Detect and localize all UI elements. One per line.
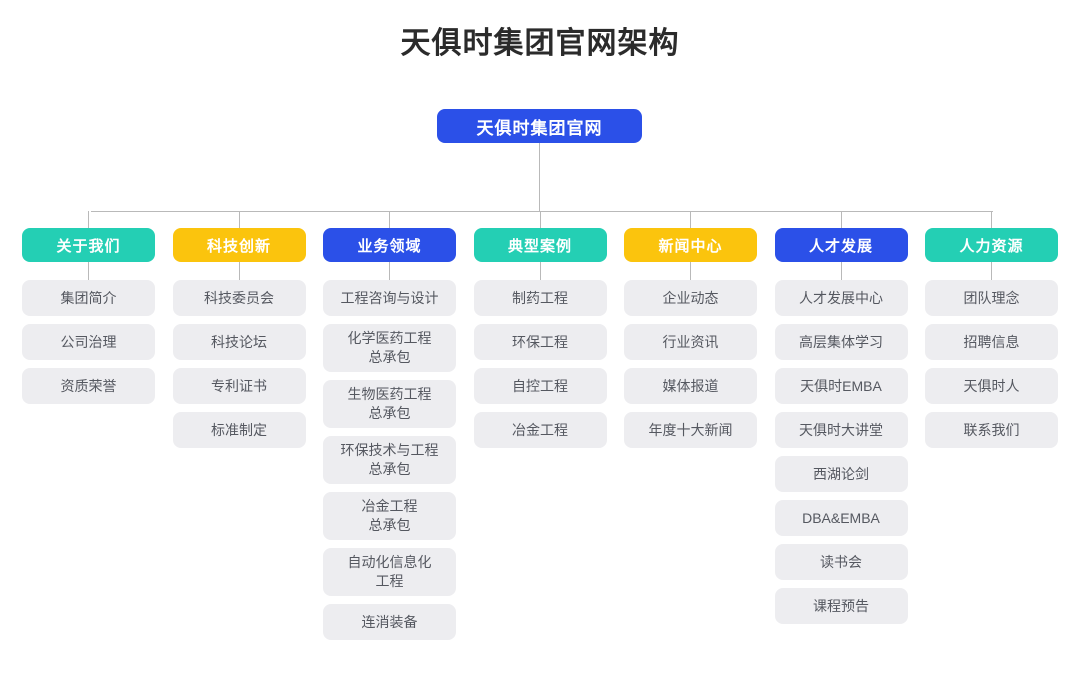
column-item[interactable]: 天俱时人 bbox=[925, 368, 1058, 404]
column-item[interactable]: 招聘信息 bbox=[925, 324, 1058, 360]
column-item[interactable]: 冶金工程 bbox=[473, 412, 607, 448]
column-header-3[interactable]: 业务领域 bbox=[323, 228, 456, 262]
column-header-7[interactable]: 人力资源 bbox=[925, 228, 1058, 262]
header-drop-line bbox=[539, 262, 541, 280]
column-item[interactable]: 科技委员会 bbox=[172, 280, 306, 316]
column-item-list: 集团简介公司治理资质荣誉 bbox=[22, 280, 155, 404]
page-title: 天俱时集团官网架构 bbox=[400, 27, 680, 60]
column-item[interactable]: 资质荣誉 bbox=[22, 368, 155, 404]
branch-column: 科技创新科技委员会科技论坛专利证书标准制定 bbox=[172, 211, 306, 640]
root-stem-line bbox=[539, 143, 540, 211]
column-item[interactable]: 公司治理 bbox=[22, 324, 155, 360]
column-item[interactable]: 行业资讯 bbox=[624, 324, 757, 360]
column-item[interactable]: 年度十大新闻 bbox=[624, 412, 757, 448]
column-item[interactable]: 标准制定 bbox=[172, 412, 306, 448]
branch-column: 典型案例制药工程环保工程自控工程冶金工程 bbox=[473, 211, 607, 640]
branch-column: 关于我们集团简介公司治理资质荣誉 bbox=[22, 211, 155, 640]
column-item-list: 企业动态行业资讯媒体报道年度十大新闻 bbox=[624, 280, 757, 448]
column-item-list: 团队理念招聘信息天俱时人联系我们 bbox=[925, 280, 1058, 448]
header-drop-line bbox=[690, 262, 691, 280]
header-drop-line bbox=[389, 262, 390, 280]
column-item[interactable]: 集团简介 bbox=[22, 280, 155, 316]
column-item-list: 工程咨询与设计化学医药工程 总承包生物医药工程 总承包环保技术与工程 总承包冶金… bbox=[323, 280, 456, 640]
column-item[interactable]: 西湖论剑 bbox=[774, 456, 908, 492]
column-header-4[interactable]: 典型案例 bbox=[473, 228, 607, 262]
branch-column: 人力资源团队理念招聘信息天俱时人联系我们 bbox=[925, 211, 1058, 640]
column-item[interactable]: 制药工程 bbox=[473, 280, 607, 316]
header-drop-line bbox=[238, 262, 240, 280]
column-item-list: 人才发展中心高层集体学习天俱时EMBA 天俱时大讲堂西湖论剑 DBA&EMBA 读书会… bbox=[774, 280, 908, 624]
column-item[interactable]: 读书会 bbox=[774, 544, 908, 580]
branch-drop-line bbox=[238, 211, 240, 228]
column-header-5[interactable]: 新闻中心 bbox=[624, 228, 757, 262]
column-item[interactable]: 生物医药工程 总承包 bbox=[323, 380, 456, 428]
column-item[interactable]: 联系我们 bbox=[925, 412, 1058, 448]
column-item[interactable]: 连消装备 bbox=[323, 604, 456, 640]
branch-column: 业务领域工程咨询与设计化学医药工程 总承包生物医药工程 总承包环保技术与工程 总… bbox=[323, 211, 456, 640]
branch-column: 新闻中心企业动态行业资讯媒体报道年度十大新闻 bbox=[624, 211, 757, 640]
header-drop-line bbox=[88, 262, 89, 280]
column-container: 关于我们集团简介公司治理资质荣誉科技创新科技委员会科技论坛专利证书标准制定业务领… bbox=[0, 211, 1080, 640]
branch-drop-line bbox=[840, 211, 842, 228]
branch-drop-line bbox=[389, 211, 390, 228]
column-header-6[interactable]: 人才发展 bbox=[774, 228, 908, 262]
header-drop-line bbox=[991, 262, 992, 280]
column-item[interactable]: 化学医药工程 总承包 bbox=[323, 324, 456, 372]
column-item[interactable]: 人才发展中心 bbox=[774, 280, 908, 316]
column-item[interactable]: 科技论坛 bbox=[172, 324, 306, 360]
column-item[interactable]: 专利证书 bbox=[172, 368, 306, 404]
branch-column: 人才发展人才发展中心高层集体学习天俱时EMBA 天俱时大讲堂西湖论剑 DBA&EMB… bbox=[774, 211, 908, 640]
column-item[interactable]: DBA&EMBA bbox=[774, 500, 908, 536]
column-item[interactable]: 自控工程 bbox=[473, 368, 607, 404]
root-node[interactable]: 天俱时集团官网 bbox=[437, 109, 642, 143]
column-item[interactable]: 团队理念 bbox=[925, 280, 1058, 316]
header-drop-line bbox=[840, 262, 842, 280]
column-header-2[interactable]: 科技创新 bbox=[172, 228, 306, 262]
horizontal-bus-line bbox=[91, 211, 993, 212]
column-item[interactable]: 环保技术与工程 总承包 bbox=[323, 436, 456, 484]
column-header-1[interactable]: 关于我们 bbox=[22, 228, 155, 262]
column-item[interactable]: 自动化信息化 工程 bbox=[323, 548, 456, 596]
column-item[interactable]: 企业动态 bbox=[624, 280, 757, 316]
column-item[interactable]: 天俱时EMBA bbox=[774, 368, 908, 404]
branch-drop-line bbox=[690, 211, 691, 228]
branch-drop-line bbox=[88, 211, 89, 228]
branch-drop-line bbox=[991, 211, 992, 228]
branch-drop-line bbox=[539, 211, 541, 228]
column-item-list: 制药工程环保工程自控工程冶金工程 bbox=[473, 280, 607, 448]
column-item[interactable]: 冶金工程 总承包 bbox=[323, 492, 456, 540]
column-item[interactable]: 工程咨询与设计 bbox=[323, 280, 456, 316]
column-item[interactable]: 环保工程 bbox=[473, 324, 607, 360]
column-item[interactable]: 课程预告 bbox=[774, 588, 908, 624]
column-item[interactable]: 天俱时大讲堂 bbox=[774, 412, 908, 448]
column-item[interactable]: 高层集体学习 bbox=[774, 324, 908, 360]
column-item-list: 科技委员会科技论坛专利证书标准制定 bbox=[172, 280, 306, 448]
column-item[interactable]: 媒体报道 bbox=[624, 368, 757, 404]
